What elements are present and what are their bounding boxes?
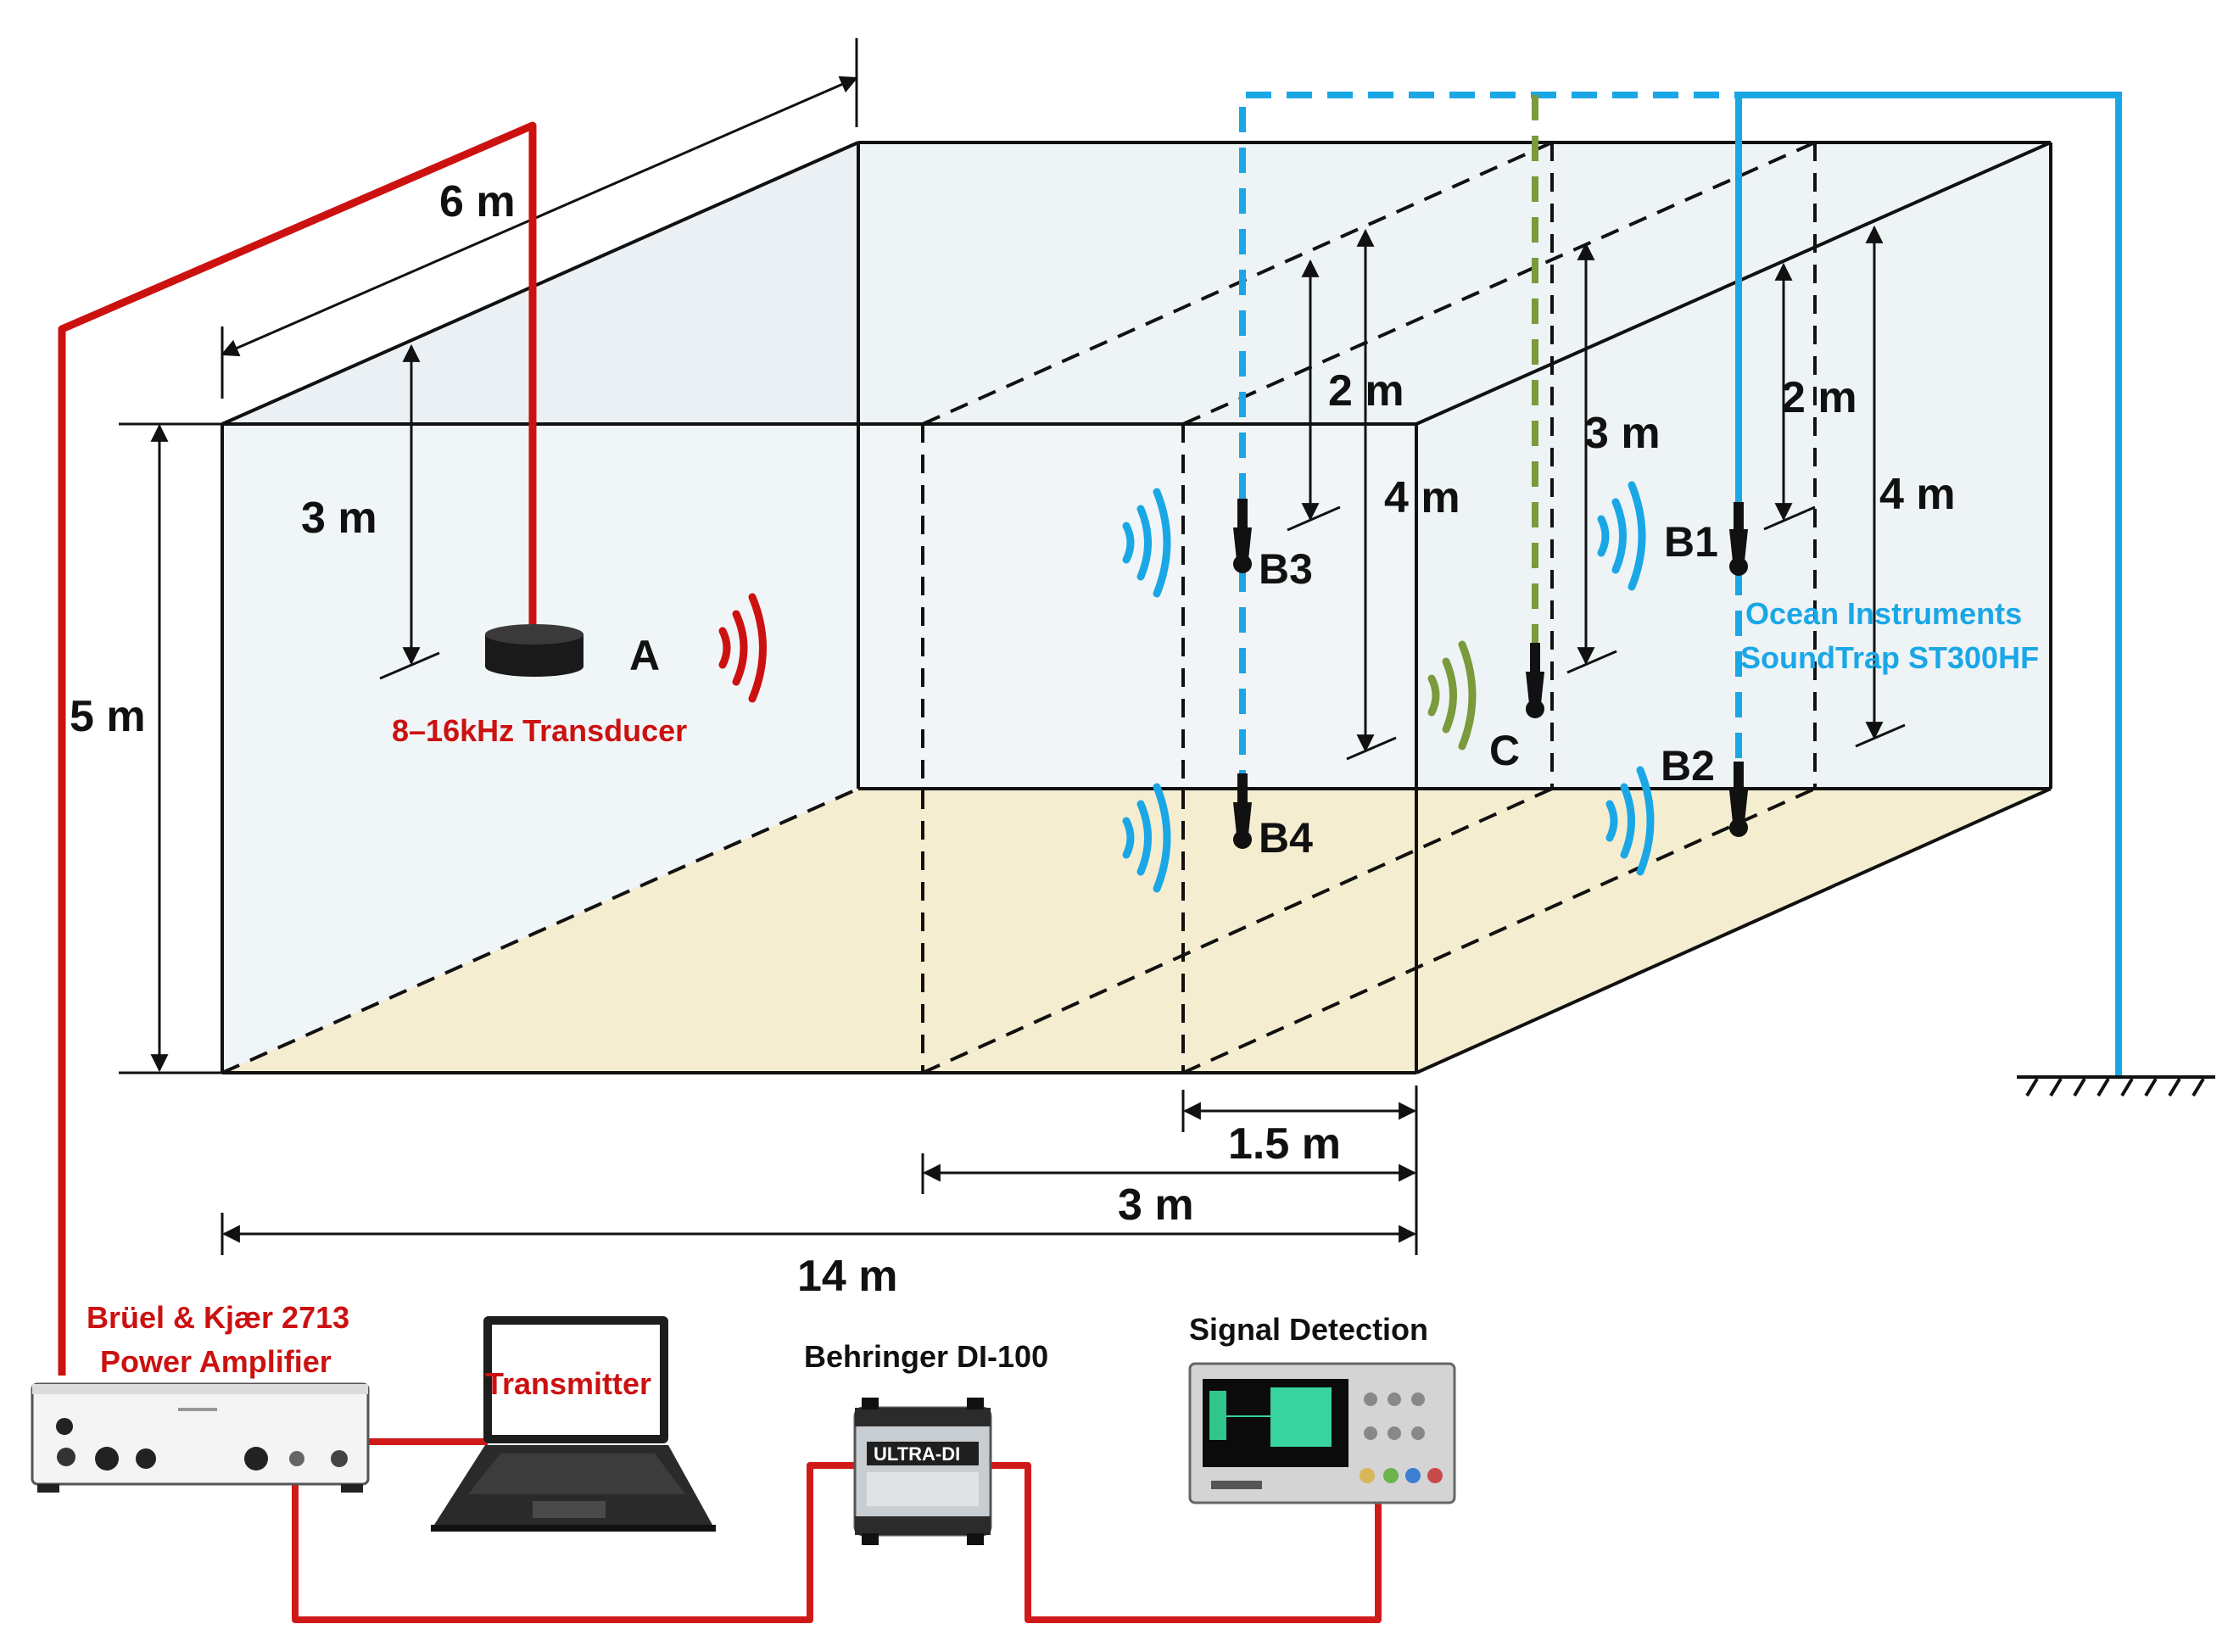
caption-transducer: 8–16kHz Transducer	[392, 713, 687, 748]
caption-recorder-line2: SoundTrap ST300HF	[1740, 640, 2039, 675]
label-node-b1: B1	[1664, 518, 1718, 566]
tank-floor	[222, 789, 2051, 1073]
receiver-cables	[1239, 92, 2122, 1075]
oscilloscope	[1188, 1362, 1456, 1504]
label-section-1-5m: 1.5 m	[1228, 1119, 1341, 1169]
sound-waves-b2	[1605, 766, 1655, 876]
label-depth-5m: 5 m	[70, 692, 146, 741]
power-amplifier	[31, 1382, 370, 1493]
caption-amplifier-line1: Brüel & Kjær 2713	[87, 1300, 349, 1335]
label-b2-depth: 4 m	[1879, 470, 1956, 519]
di-box	[853, 1398, 992, 1545]
hydrophone-c	[1526, 643, 1544, 718]
label-node-a: A	[629, 632, 660, 679]
label-node-b2: B2	[1661, 742, 1715, 790]
water-tank	[221, 141, 2052, 1074]
label-transducer-depth-3m: 3 m	[301, 494, 377, 543]
source-cable	[58, 121, 537, 1376]
caption-recorder-line1: Ocean Instruments	[1745, 596, 2022, 631]
sound-waves-a	[718, 593, 767, 703]
label-length-14m: 14 m	[797, 1252, 898, 1301]
label-b3-depth: 2 m	[1328, 366, 1404, 416]
label-node-c: C	[1489, 727, 1520, 774]
di-scope-cable	[984, 1462, 1382, 1623]
hydrophone-b2	[1729, 762, 1748, 837]
ground-symbol	[2017, 1075, 2215, 1097]
caption-amplifier-line2: Power Amplifier	[100, 1344, 332, 1379]
caption-di-box: Behringer DI-100	[804, 1339, 1048, 1374]
caption-oscilloscope: Signal Detection	[1189, 1312, 1428, 1347]
label-node-b4: B4	[1259, 814, 1313, 862]
label-c-depth: 3 m	[1584, 409, 1661, 458]
amp-di-cable	[292, 1462, 862, 1623]
di-box-face-label: ULTRA-DI	[874, 1443, 960, 1465]
label-b4-depth: 4 m	[1384, 473, 1460, 522]
transducer-a	[485, 624, 583, 677]
hydrophone-b1	[1729, 502, 1748, 576]
hydrophone-b3	[1233, 499, 1252, 573]
sound-waves-c	[1427, 640, 1477, 751]
hydrophone-b4	[1233, 773, 1252, 849]
sound-waves-b4	[1122, 783, 1171, 893]
label-section-3m: 3 m	[1118, 1180, 1194, 1230]
laptop-transmitter	[431, 1316, 716, 1532]
label-node-b3: B3	[1259, 545, 1313, 593]
label-width-6m: 6 m	[439, 177, 516, 226]
caption-transmitter: Transmitter	[485, 1366, 651, 1401]
sound-waves-b3	[1122, 488, 1171, 598]
label-b1-depth: 2 m	[1781, 373, 1857, 422]
sound-waves-b1	[1597, 481, 1646, 591]
dimension-arrows	[119, 38, 1906, 1255]
